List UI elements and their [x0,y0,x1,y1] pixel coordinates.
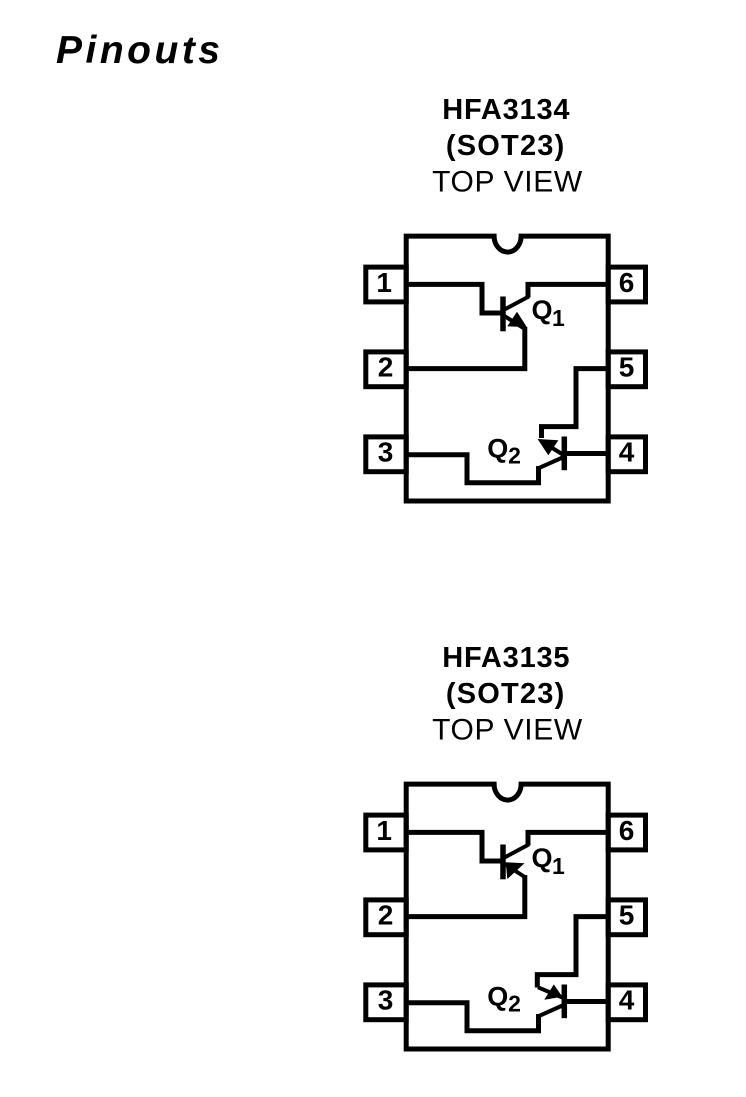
svg-text:Pinouts: Pinouts [56,29,224,72]
svg-text:(SOT23): (SOT23) [446,130,566,162]
svg-text:(SOT23): (SOT23) [446,678,566,710]
svg-text:TOP VIEW: TOP VIEW [432,166,583,199]
svg-text:HFA3134: HFA3134 [442,94,570,126]
svg-text:TOP VIEW: TOP VIEW [432,714,583,747]
svg-text:HFA3135: HFA3135 [442,642,570,674]
